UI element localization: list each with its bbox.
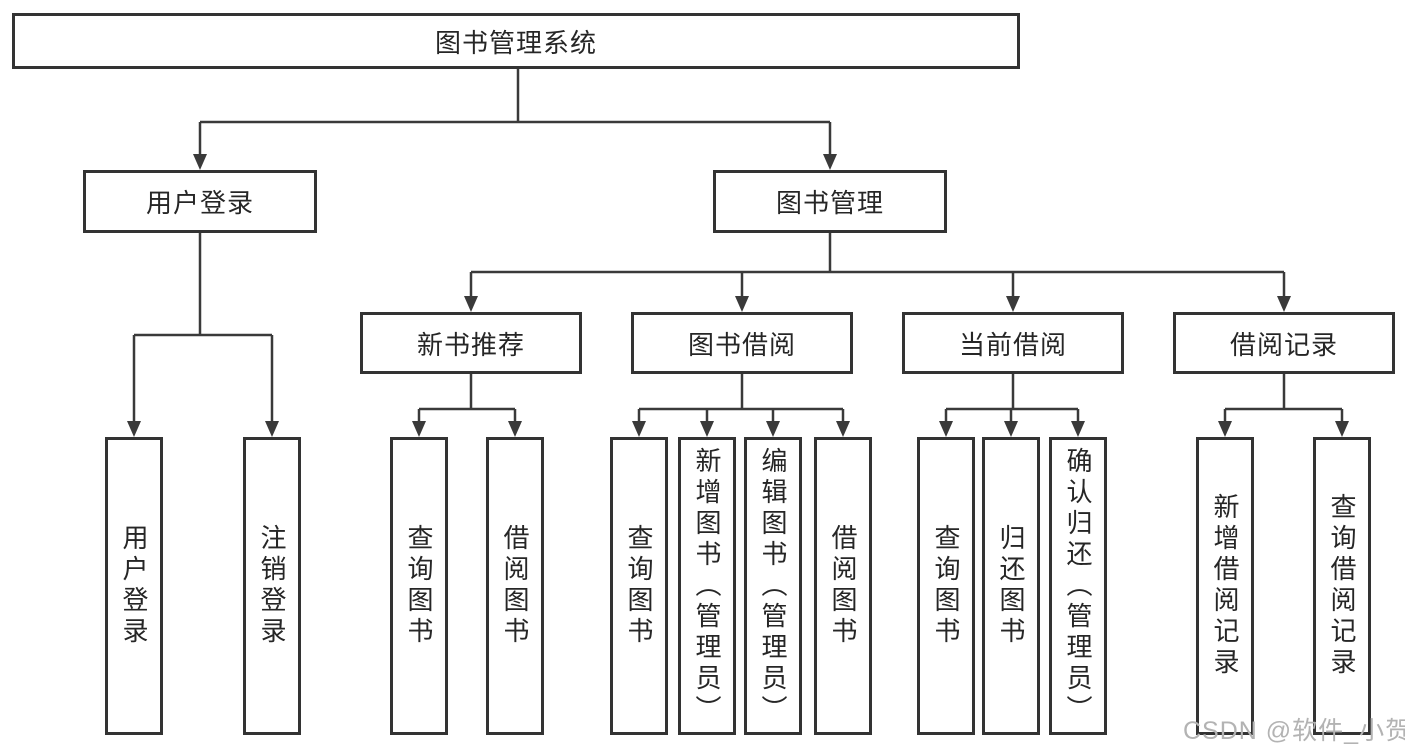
leaf-query-books-recommend-label: 查询图书 (404, 524, 434, 648)
connector-current-borrow-to-leaves (939, 374, 1085, 437)
node-new-book-recommend: 新书推荐 (360, 312, 582, 374)
leaf-logout-label: 注销登录 (257, 524, 287, 648)
node-root-label: 图书管理系统 (434, 27, 597, 58)
connector-borrow-record-to-leaves (1218, 374, 1349, 437)
leaf-add-book-admin: 新增图书（管理员） (678, 437, 736, 735)
leaf-borrow-books-label: 借阅图书 (828, 524, 858, 648)
node-book-borrowing-label: 图书借阅 (687, 329, 796, 360)
connector-user-login-to-leaves (127, 233, 279, 437)
node-book-management: 图书管理 (713, 170, 947, 233)
csdn-watermark: CSDN @软件_小贺同学 (1183, 717, 1405, 745)
leaf-add-book-admin-label: 新增图书（管理员） (692, 446, 722, 726)
node-book-management-label: 图书管理 (775, 188, 884, 218)
leaf-borrow-books: 借阅图书 (814, 437, 872, 735)
leaf-add-borrow-record-label: 新增借阅记录 (1210, 493, 1240, 679)
node-book-borrowing: 图书借阅 (631, 312, 853, 374)
leaf-query-borrow-record: 查询借阅记录 (1313, 437, 1371, 735)
leaf-borrow-books-recommend-label: 借阅图书 (500, 524, 530, 648)
leaf-confirm-return-admin: 确认归还（管理员） (1049, 437, 1107, 735)
node-new-book-recommend-label: 新书推荐 (416, 329, 525, 360)
leaf-user-login: 用户登录 (105, 437, 163, 735)
leaf-query-books-current-label: 查询图书 (931, 524, 961, 648)
connector-new-book-to-leaves (412, 374, 522, 437)
leaf-return-book-label: 归还图书 (996, 524, 1026, 648)
leaf-query-books-borrow-label: 查询图书 (624, 524, 654, 648)
leaf-return-book: 归还图书 (982, 437, 1040, 735)
node-borrowing-records-label: 借阅记录 (1229, 329, 1338, 360)
leaf-user-login-label: 用户登录 (119, 524, 149, 648)
leaf-logout: 注销登录 (243, 437, 301, 735)
node-root-system: 图书管理系统 (12, 13, 1020, 69)
leaf-edit-book-admin-label: 编辑图书（管理员） (758, 446, 788, 726)
leaf-add-borrow-record: 新增借阅记录 (1196, 437, 1254, 735)
leaf-query-books-borrow: 查询图书 (610, 437, 668, 735)
leaf-edit-book-admin: 编辑图书（管理员） (744, 437, 802, 735)
connector-book-borrow-to-leaves (632, 374, 850, 437)
connector-book-mgmt-to-level3 (464, 233, 1291, 312)
leaf-query-books-current: 查询图书 (917, 437, 975, 735)
node-current-borrowing-label: 当前借阅 (958, 329, 1067, 360)
node-user-login-label: 用户登录 (145, 188, 254, 218)
node-user-login: 用户登录 (83, 170, 317, 233)
leaf-query-books-recommend: 查询图书 (390, 437, 448, 735)
leaf-confirm-return-admin-label: 确认归还（管理员） (1063, 446, 1093, 726)
node-current-borrowing: 当前借阅 (902, 312, 1124, 374)
node-borrowing-records: 借阅记录 (1173, 312, 1395, 374)
leaf-borrow-books-recommend: 借阅图书 (486, 437, 544, 735)
leaf-query-borrow-record-label: 查询借阅记录 (1327, 493, 1357, 679)
connector-root-to-level2 (193, 69, 837, 170)
